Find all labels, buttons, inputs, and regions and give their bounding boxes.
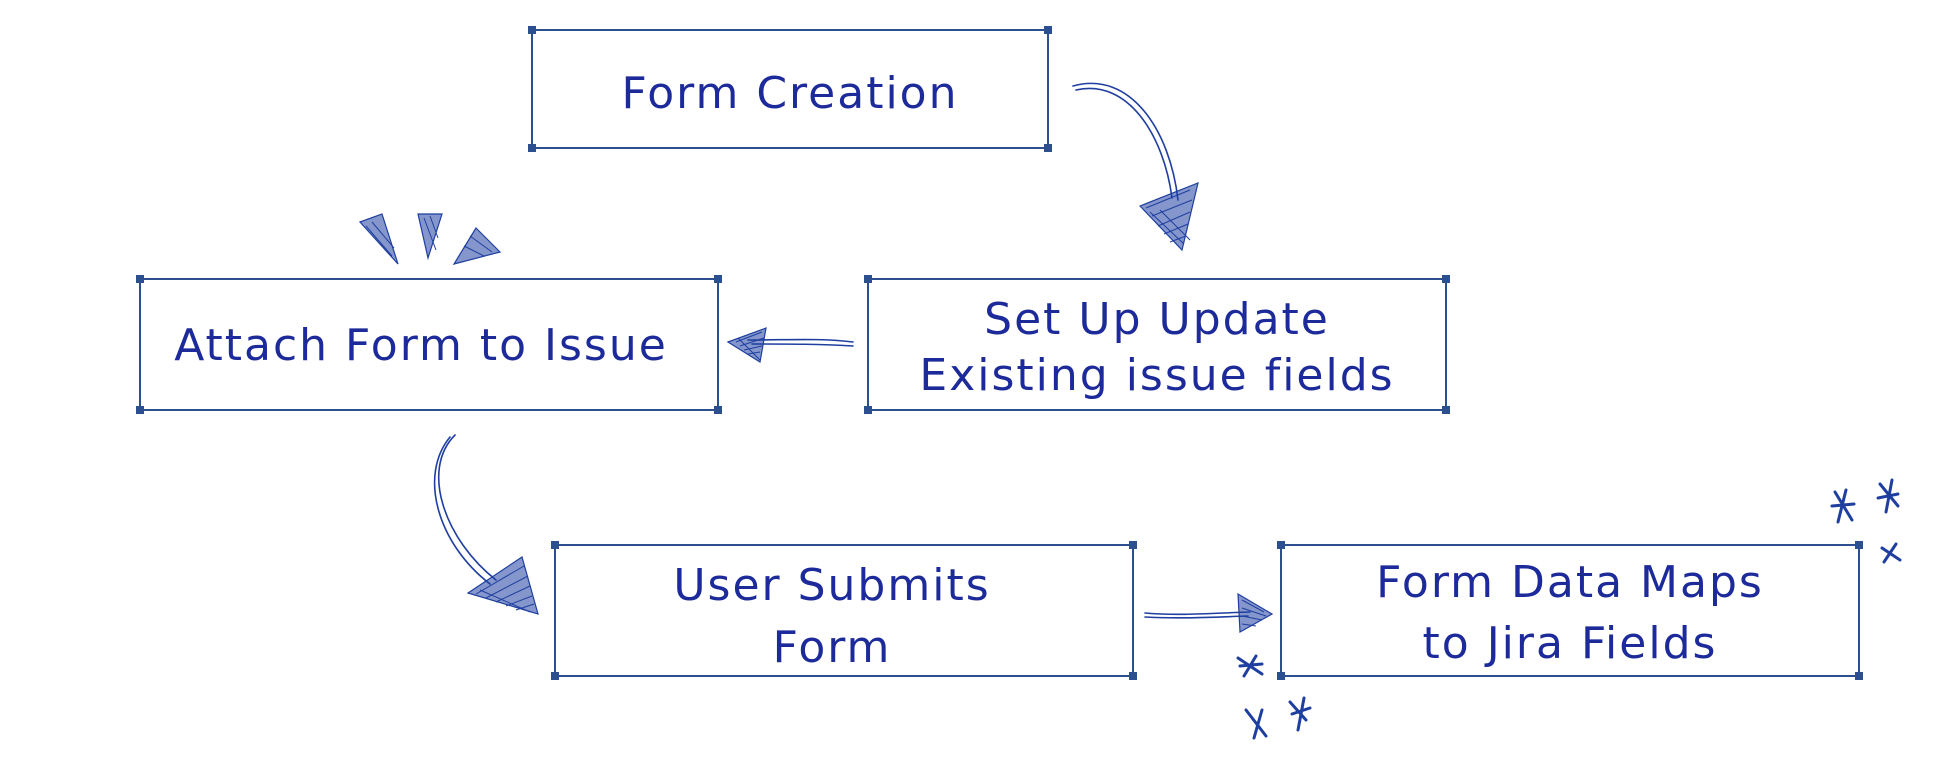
step-form-data-maps: Form Data Maps to Jira Fields xyxy=(1277,541,1863,680)
spark-mark xyxy=(358,213,399,265)
step-label-line: Form xyxy=(773,622,892,673)
emphasis-marks xyxy=(358,213,502,265)
step-box-border xyxy=(139,278,719,411)
step-user-submits: User Submits Form xyxy=(551,541,1137,680)
step-attach-form: Attach Form to Issue xyxy=(136,275,722,414)
arrow-set-up-update-to-attach-form xyxy=(726,327,854,363)
step-form-creation: Form Creation xyxy=(528,26,1052,152)
step-box-border xyxy=(531,29,1049,149)
arrow-user-submits-to-form-data-maps xyxy=(1144,592,1274,633)
step-label-line: Set Up Update xyxy=(984,294,1330,345)
sparkle-icon xyxy=(1830,488,1856,524)
step-box-border xyxy=(1280,544,1860,677)
sparkle-icon xyxy=(1288,696,1312,732)
step-set-up-update: Set Up Update Existing issue fields xyxy=(864,275,1450,414)
step-label-line: Form Data Maps xyxy=(1376,557,1764,608)
arrowhead xyxy=(466,556,539,615)
arrow-form-creation-to-set-up-update xyxy=(1072,82,1199,252)
sparkle-icon xyxy=(1876,478,1900,514)
step-label-line: Existing issue fields xyxy=(919,350,1394,401)
sparkle-icon xyxy=(1244,708,1268,740)
arrowhead xyxy=(1237,592,1274,633)
step-label-line: Attach Form to Issue xyxy=(174,320,668,371)
step-label-line: to Jira Fields xyxy=(1423,618,1718,669)
arrow-attach-form-to-user-submits xyxy=(433,434,539,615)
arrowhead xyxy=(726,327,767,363)
spark-mark xyxy=(417,213,443,261)
step-box-border xyxy=(554,544,1134,677)
step-box-border xyxy=(867,278,1447,411)
spark-mark xyxy=(452,227,502,265)
step-label-line: Form Creation xyxy=(622,68,959,119)
step-label-line: User Submits xyxy=(673,560,990,611)
sparkle-icon xyxy=(1880,542,1902,564)
sparkle-icon xyxy=(1236,654,1264,678)
sparkle-marks xyxy=(1236,478,1902,740)
